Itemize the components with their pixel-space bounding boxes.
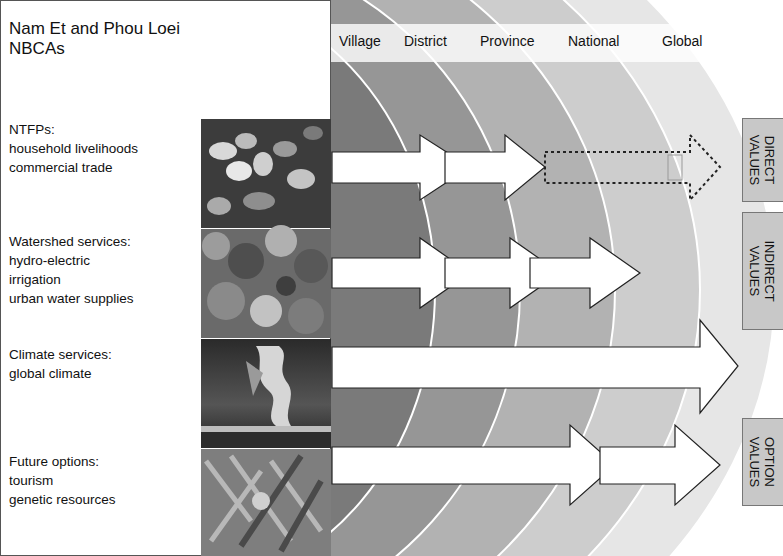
value-box: OPTION VALUES — [742, 418, 783, 506]
row-label: tourism — [9, 473, 53, 489]
scale-band-label: National — [566, 33, 621, 50]
header-strip — [330, 24, 740, 62]
panel-title: Nam Et and Phou Loei NBCAs — [9, 19, 209, 59]
row-label: hydro-electric — [9, 253, 90, 269]
flow-arrows — [332, 135, 738, 505]
band-text: District — [404, 33, 447, 50]
band-text: Province — [480, 33, 534, 50]
ntfp-photo — [201, 119, 331, 228]
options-photo — [201, 449, 331, 556]
band-text: Global — [662, 33, 702, 50]
value-box: INDIRECT VALUES — [742, 212, 783, 330]
row-label: irrigation — [9, 272, 61, 288]
row-label: Climate services: — [9, 347, 112, 363]
scale-band-label: Global — [660, 33, 704, 50]
scale-band-label: Village — [337, 33, 383, 50]
scale-band-label: District — [402, 33, 449, 50]
row-label: household livelihoods — [9, 141, 138, 157]
row-label: NTFPs: — [9, 122, 55, 138]
band-text: Village — [339, 33, 381, 50]
scale-band-label: Province — [478, 33, 536, 50]
row-label: Future options: — [9, 454, 99, 470]
band-text: National — [568, 33, 619, 50]
row-label: urban water supplies — [9, 291, 134, 307]
row-label: genetic resources — [9, 492, 116, 508]
row-label: global climate — [9, 366, 92, 382]
forest-photo — [201, 225, 331, 338]
climate-photo — [201, 339, 331, 448]
value-text: OPTION VALUES — [747, 437, 777, 487]
row-label: Watershed services: — [9, 234, 131, 250]
value-text: DIRECT VALUES — [747, 135, 777, 185]
row-label: commercial trade — [9, 160, 113, 176]
value-text: INDIRECT VALUES — [747, 240, 777, 301]
site-panel: Nam Et and Phou Loei NBCAsNTFPs: househol… — [0, 0, 331, 556]
value-box: DIRECT VALUES — [742, 118, 783, 202]
